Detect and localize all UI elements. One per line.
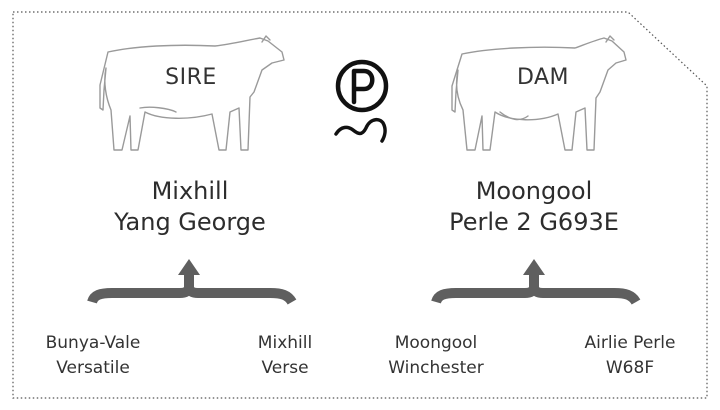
dam-name: Moongool Perle 2 G693E [424, 176, 644, 238]
sire-parent-right-line1: Mixhill [257, 333, 313, 353]
sire-lineage-bracket [87, 259, 297, 305]
bull-outline-icon [99, 35, 285, 151]
card-border [12, 11, 708, 399]
dam-name-line1: Moongool [475, 177, 593, 205]
sire-name-line2: Yang George [114, 208, 266, 236]
dam-parent-left-line1: Moongool [394, 333, 478, 353]
dam-parent-left-line2: Winchester [388, 358, 484, 378]
dam-label: DAM [516, 65, 570, 90]
cow-outline-icon [451, 35, 627, 151]
sire-parent-right: Mixhill Verse [240, 331, 330, 381]
sire-parent-right-line2: Verse [261, 358, 309, 378]
sire-parent-left-line2: Versatile [56, 358, 130, 378]
sire-label: SIRE [165, 65, 217, 90]
polled-p-symbol-icon [334, 59, 389, 143]
dam-parent-right-line1: Airlie Perle [584, 333, 676, 353]
dam-parent-right-line2: W68F [605, 358, 655, 378]
dam-parent-right: Airlie Perle W68F [570, 331, 690, 381]
sire-name: Mixhill Yang George [80, 176, 300, 238]
sire-parent-left-line1: Bunya-Vale [45, 333, 141, 353]
dam-name-line2: Perle 2 G693E [449, 208, 619, 236]
sire-parent-left: Bunya-Vale Versatile [28, 331, 158, 381]
dam-parent-left: Moongool Winchester [376, 331, 496, 381]
dam-lineage-bracket [431, 259, 641, 305]
sire-name-line1: Mixhill [151, 177, 229, 205]
